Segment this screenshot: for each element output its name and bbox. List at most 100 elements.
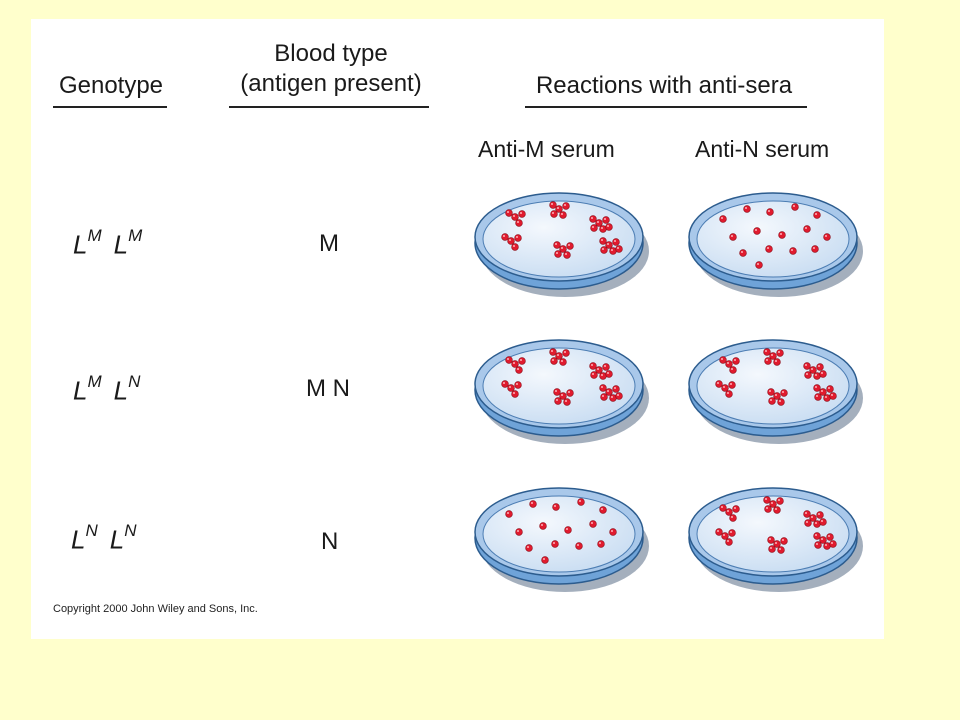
red-blood-cell-highlight [805,364,807,366]
red-blood-cell [813,384,821,392]
red-blood-cell [566,389,574,397]
red-blood-cell [826,533,834,541]
red-blood-cell-highlight [604,365,606,367]
red-blood-cell-highlight [727,540,729,542]
red-blood-cell [773,358,781,366]
red-blood-cell [595,219,603,227]
red-blood-cell [515,528,523,536]
red-blood-cell [600,393,608,401]
red-blood-cell [803,362,811,370]
red-blood-cell-highlight [509,239,511,241]
red-blood-cell-highlight [775,394,777,396]
red-blood-cell [511,360,519,368]
red-blood-cell [769,500,777,508]
red-blood-cell [559,358,567,366]
red-blood-cell-highlight [805,512,807,514]
red-blood-cell-highlight [815,386,817,388]
red-blood-cell [809,366,817,374]
red-blood-cell-highlight [552,212,554,214]
red-blood-cell [609,528,617,536]
red-blood-cell-highlight [770,547,772,549]
red-blood-cell [600,246,608,254]
red-blood-cell [780,389,788,397]
red-blood-cell [553,388,561,396]
red-blood-cell-highlight [592,373,594,375]
red-blood-cell [605,388,613,396]
red-blood-cell-highlight [564,204,566,206]
red-blood-cell [732,505,740,513]
red-blood-cell [732,357,740,365]
allele-base: L [73,375,88,406]
petri-dish-row-3-anti-m [474,487,649,592]
red-blood-cell-highlight [825,235,827,237]
reactions-header: Reactions with anti-sera [535,72,793,99]
red-blood-cell [804,519,812,527]
red-blood-cell-highlight [769,390,771,392]
petri-dish-row-3-anti-n [688,487,863,592]
red-blood-cell-highlight [721,506,723,508]
red-blood-cell-highlight [604,218,606,220]
red-blood-cell-highlight [782,539,784,541]
red-blood-cell [605,241,613,249]
red-blood-cell-highlight [730,383,732,385]
red-blood-cell-highlight [577,544,579,546]
red-blood-cell-highlight [721,217,723,219]
red-blood-cell-highlight [507,211,509,213]
red-blood-cell [725,360,733,368]
red-blood-cell-highlight [568,391,570,393]
red-blood-cell [559,245,567,253]
red-blood-cell-highlight [765,498,767,500]
red-blood-cell [615,392,623,400]
red-blood-cell [602,216,610,224]
red-blood-cell-highlight [551,350,553,352]
red-blood-cell [819,370,827,378]
red-blood-cell-highlight [591,217,593,219]
red-blood-cell [811,245,819,253]
red-blood-cell-highlight [614,387,616,389]
red-blood-cell [511,390,519,398]
red-blood-cell [555,205,563,213]
allele-base: L [113,375,129,406]
red-blood-cell-highlight [599,542,601,544]
red-blood-cell [773,506,781,514]
red-blood-cell-highlight [828,387,830,389]
red-blood-cell-highlight [516,383,518,385]
red-blood-cell-highlight [815,522,817,524]
red-blood-cell [539,522,547,530]
red-blood-cell-highlight [591,364,593,366]
red-blood-cell [743,205,751,213]
red-blood-cell [766,208,774,216]
red-blood-cell [763,348,771,356]
red-blood-cell [589,520,597,528]
red-blood-cell [553,241,561,249]
red-blood-cell-highlight [557,207,559,209]
allele-base: L [113,229,129,260]
red-blood-cell-highlight [806,521,808,523]
red-blood-cell [789,247,797,255]
red-blood-cell [755,261,763,269]
petri-dish-row-1-anti-m [474,192,649,297]
red-blood-cell [768,545,776,553]
red-blood-cell [719,504,727,512]
red-blood-cell-highlight [503,235,505,237]
red-blood-cell [728,381,736,389]
red-blood-cell [767,388,775,396]
red-blood-cell-highlight [517,221,519,223]
allele-superscript: N [124,521,137,540]
red-blood-cell-highlight [779,548,781,550]
red-blood-cell-highlight [815,534,817,536]
red-blood-cell-highlight [517,530,519,532]
red-blood-cell [776,497,784,505]
red-blood-cell [541,556,549,564]
red-blood-cell [599,237,607,245]
red-blood-cell [525,544,533,552]
red-blood-cell [562,349,570,357]
red-blood-cell [715,528,723,536]
red-blood-cell-highlight [601,374,603,376]
blood-type-row-1: M [319,230,339,257]
blood-type-header-underline [229,106,429,108]
red-blood-cell [515,219,523,227]
red-blood-cell-highlight [731,516,733,518]
red-blood-cell-highlight [591,522,593,524]
